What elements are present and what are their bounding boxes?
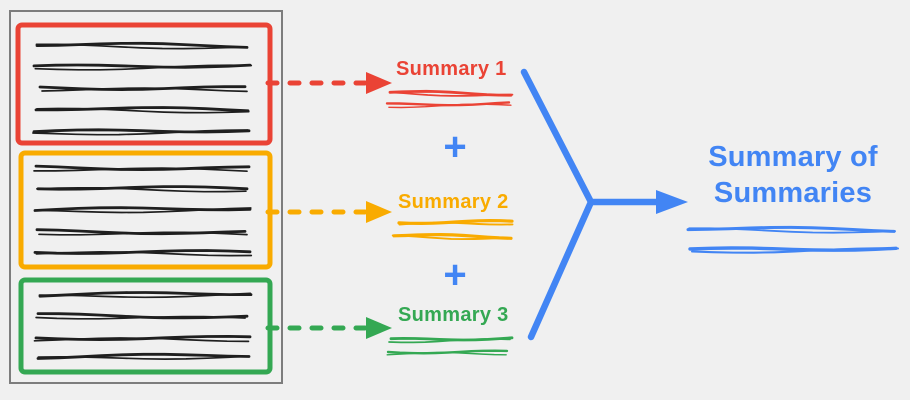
arrowhead-icon (656, 190, 688, 214)
scribble-line (33, 337, 250, 343)
scribble-line (41, 87, 248, 93)
scribble-line (38, 292, 252, 299)
scribble-line (388, 338, 511, 344)
scribble-line (32, 128, 251, 134)
arrowhead-icon (366, 201, 392, 223)
scribble-line (34, 207, 252, 214)
plus-icon-1: + (443, 125, 467, 169)
scribble-line (38, 85, 247, 91)
arrow-doc-2-to-summary (265, 201, 392, 223)
scribble-line (35, 43, 248, 50)
scribble-line (32, 129, 249, 136)
scribble-line (37, 355, 251, 360)
scribble-line (388, 103, 512, 109)
scribble-line (36, 185, 249, 191)
summary-3-label: Summary 3 (398, 304, 509, 326)
arrowhead-icon (366, 317, 392, 339)
summary-1-label: Summary 1 (396, 58, 507, 80)
scribble-line (688, 227, 896, 234)
scribble-line (38, 231, 248, 236)
scribble-line (35, 315, 246, 320)
scribble-line (391, 234, 511, 241)
arrowhead-icon (366, 72, 392, 94)
scribble-line (390, 91, 514, 97)
document-text-lines (32, 41, 253, 360)
scribble-line (35, 251, 253, 257)
scribble-line (34, 164, 251, 171)
plus-icon-2: + (443, 253, 467, 297)
scribble-line (32, 63, 252, 69)
scribble-line (386, 351, 507, 356)
scribble-line (34, 64, 253, 71)
result-title: Summary of Summaries (708, 141, 878, 209)
scribble-line (392, 233, 513, 240)
arrow-doc-3-to-summary (265, 317, 392, 339)
scribble-line (398, 221, 514, 226)
scribble-line (33, 167, 248, 173)
scribble-line (688, 246, 898, 252)
scribble-line (36, 186, 247, 193)
scribble-line (690, 247, 900, 254)
scribble-line (35, 107, 250, 114)
arrow-doc-1-to-summary (265, 72, 392, 94)
merge-arrow (520, 68, 688, 341)
scribble-line (34, 106, 250, 113)
summary-2-label: Summary 2 (398, 191, 509, 213)
document-stack-frame (9, 10, 283, 384)
